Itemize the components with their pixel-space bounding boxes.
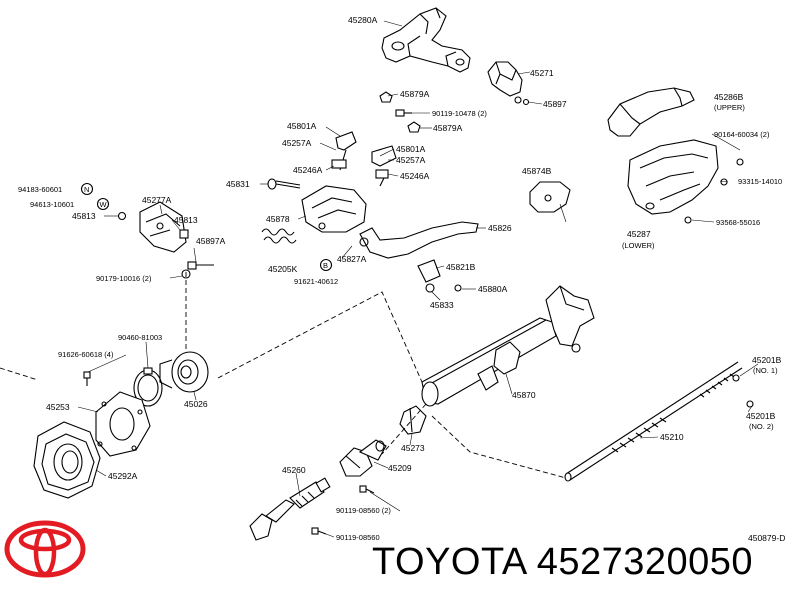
callout-no1: (NO. 1) bbox=[753, 366, 778, 375]
washer-45879A-mid bbox=[407, 121, 421, 133]
callout-45026: 45026 bbox=[184, 399, 208, 409]
bearing-45026 bbox=[159, 351, 209, 393]
callout-45209: 45209 bbox=[388, 463, 412, 473]
washer-45879A-top bbox=[379, 91, 393, 103]
callout-45897A: 45897A bbox=[196, 236, 226, 246]
bushing-45201B-2 bbox=[746, 400, 754, 408]
symbol-w: W bbox=[100, 200, 108, 209]
column-tube-45870 bbox=[421, 285, 595, 407]
callout-45201B-2: 45201B bbox=[746, 411, 776, 421]
callout-45878: 45878 bbox=[266, 214, 290, 224]
switch-set-left bbox=[331, 131, 357, 171]
plate-45253 bbox=[95, 391, 151, 457]
brand-name: TOYOTA bbox=[372, 541, 526, 583]
callout-no2: (NO. 2) bbox=[749, 422, 774, 431]
clamp-90460 bbox=[133, 367, 163, 407]
switch-set-right bbox=[371, 145, 397, 187]
callout-45880A: 45880A bbox=[478, 284, 508, 294]
bracket-45878 bbox=[301, 185, 367, 233]
symbol-b: B bbox=[323, 261, 328, 270]
callout-91626-60618: 91626-60618 (4) bbox=[58, 350, 114, 359]
assembly-dashed-lines bbox=[0, 272, 567, 479]
callout-45879A-top: 45879A bbox=[400, 89, 430, 99]
callout-45821B: 45821B bbox=[446, 262, 476, 272]
callout-90119-08560-2: 90119-08560 (2) bbox=[336, 506, 391, 515]
joint-45209 bbox=[339, 439, 387, 477]
callout-45813-left: 45813 bbox=[72, 211, 96, 221]
bolt-45897A bbox=[187, 261, 214, 270]
shaft-45260 bbox=[249, 477, 331, 541]
callout-45827A: 45827A bbox=[337, 254, 367, 264]
callout-45870: 45870 bbox=[512, 390, 536, 400]
boot-45292A bbox=[33, 421, 101, 499]
circle-symbols: N W B bbox=[80, 182, 333, 272]
callout-90119-08560: 90119-08560 bbox=[336, 533, 380, 542]
callout-45874B: 45874B bbox=[522, 166, 552, 176]
callout-45246A-left: 45246A bbox=[293, 165, 323, 175]
callout-45287: 45287 bbox=[627, 229, 651, 239]
part-number: 4527320050 bbox=[536, 541, 754, 583]
callout-45292A: 45292A bbox=[108, 471, 138, 481]
callout-94183-60601: 94183-60601 bbox=[18, 185, 62, 194]
upper-bracket-45280A bbox=[381, 7, 471, 73]
callout-45897: 45897 bbox=[543, 99, 567, 109]
callout-45826: 45826 bbox=[488, 223, 512, 233]
bolt-90119-10478 bbox=[395, 109, 412, 117]
callout-45277A: 45277A bbox=[142, 195, 172, 205]
toyota-logo bbox=[4, 520, 86, 578]
bushing-45201B-1 bbox=[732, 374, 740, 382]
bolt-90119-08560-lower bbox=[311, 527, 327, 535]
arm-45826 bbox=[359, 221, 479, 259]
callout-45831: 45831 bbox=[226, 179, 250, 189]
main-shaft-45210 bbox=[564, 361, 743, 482]
bolt-90119-08560-upper bbox=[359, 485, 375, 494]
callout-91621-40612: 91621-40612 bbox=[294, 277, 338, 286]
callout-45801A-left: 45801A bbox=[287, 121, 317, 131]
bracket-45271 bbox=[487, 61, 530, 106]
diagram-code: 450879-D bbox=[748, 533, 785, 543]
callout-93315-14010: 93315-14010 bbox=[738, 177, 782, 186]
callout-90164-60034: 90164-60034 (2) bbox=[714, 130, 770, 139]
callout-lower: (LOWER) bbox=[622, 241, 655, 250]
callout-45257A-left: 45257A bbox=[282, 138, 312, 148]
callout-upper: (UPPER) bbox=[714, 103, 745, 112]
callout-45271: 45271 bbox=[530, 68, 554, 78]
collar-45273 bbox=[399, 405, 427, 435]
screw-91626 bbox=[83, 371, 91, 386]
callout-90119-10478: 90119-10478 (2) bbox=[432, 109, 487, 118]
callout-45257A-right: 45257A bbox=[396, 155, 426, 165]
callout-45273: 45273 bbox=[401, 443, 425, 453]
callout-labels: 45280A 45271 45879A 45897 90119-10478 (2… bbox=[18, 15, 782, 542]
bracket-45821B bbox=[417, 259, 462, 293]
callout-45280A: 45280A bbox=[348, 15, 378, 25]
callout-45879A-mid: 45879A bbox=[433, 123, 463, 133]
washer-45813-left bbox=[117, 211, 127, 221]
callout-45201B-1: 45201B bbox=[752, 355, 782, 365]
callout-45286B: 45286B bbox=[714, 92, 744, 102]
callout-93568-55016: 93568-55016 bbox=[716, 218, 760, 227]
callout-45260: 45260 bbox=[282, 465, 306, 475]
bolt-45831 bbox=[267, 178, 301, 190]
footer-part-title: TOYOTA 4527320050 bbox=[372, 541, 753, 584]
callout-45801A-right: 45801A bbox=[396, 144, 426, 154]
callout-90460-81003: 90460-81003 bbox=[118, 333, 162, 342]
callout-45833: 45833 bbox=[430, 300, 454, 310]
upper-cover-45286B bbox=[607, 87, 695, 137]
callout-45813-right: 45813 bbox=[174, 215, 198, 225]
callout-94613-10601: 94613-10601 bbox=[30, 200, 74, 209]
bracket-45874B bbox=[529, 181, 571, 223]
callout-45246A-right: 45246A bbox=[400, 171, 430, 181]
callout-90179-10016: 90179-10016 (2) bbox=[96, 274, 152, 283]
callout-45253: 45253 bbox=[46, 402, 70, 412]
spring-45205K bbox=[261, 228, 297, 244]
symbol-n: N bbox=[84, 185, 89, 194]
bracket-45277A bbox=[139, 201, 189, 253]
callout-45210: 45210 bbox=[660, 432, 684, 442]
leader-lines bbox=[77, 20, 759, 538]
callout-45205K: 45205K bbox=[268, 264, 298, 274]
